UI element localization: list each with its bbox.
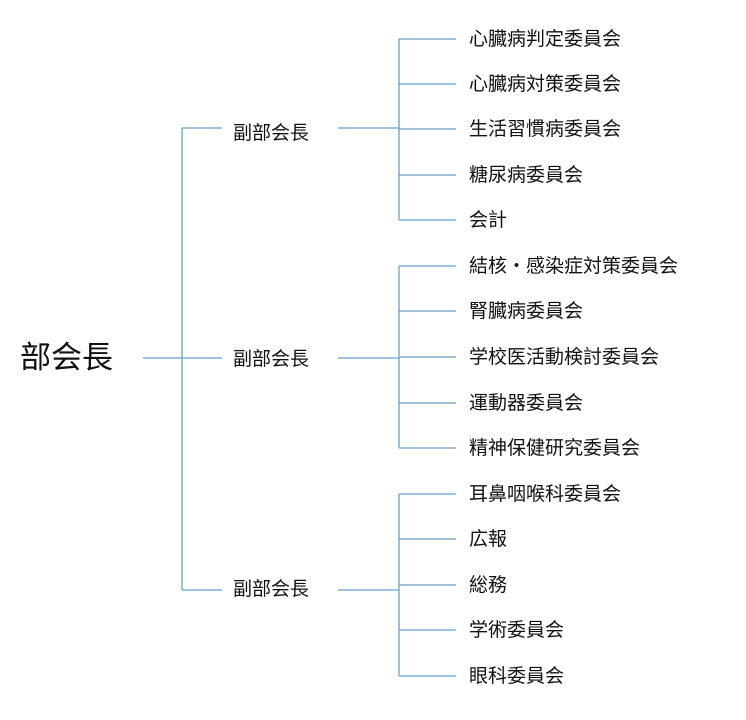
committee-node: 生活習慣病委員会 [469, 118, 622, 140]
committee-node: 腎臓病委員会 [469, 300, 584, 322]
committee-node: 学術委員会 [469, 619, 565, 641]
committee-node: 学校医活動検討委員会 [469, 346, 660, 368]
vice-chair-node-1: 副部会長 [233, 122, 310, 144]
committee-node: 結核・感染症対策委員会 [469, 255, 679, 277]
committee-node: 精神保健研究委員会 [469, 437, 641, 459]
root-node-bukaicho: 部会長 [20, 340, 113, 376]
committee-node: 心臓病判定委員会 [469, 28, 622, 50]
committee-node: 総務 [469, 574, 508, 596]
vice-chair-node-3: 副部会長 [233, 578, 310, 600]
committee-node: 眼科委員会 [469, 665, 565, 687]
vice-chair-node-2: 副部会長 [233, 348, 310, 370]
committee-node: 会計 [469, 209, 508, 231]
committee-node: 耳鼻咽喉科委員会 [469, 483, 622, 505]
committee-node: 心臓病対策委員会 [469, 73, 622, 95]
committee-node: 運動器委員会 [469, 392, 584, 414]
committee-node: 広報 [469, 528, 508, 550]
committee-node: 糖尿病委員会 [469, 164, 584, 186]
